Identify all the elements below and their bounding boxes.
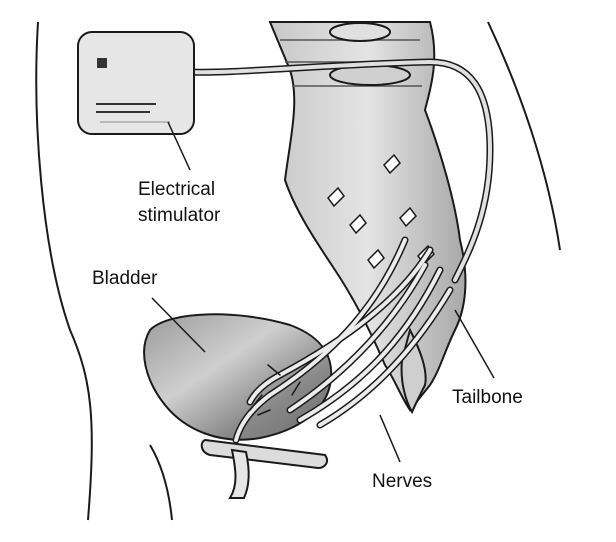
nerves — [232, 236, 454, 444]
bladder-leader — [151, 297, 206, 353]
stimulator-label-line1: Electrical — [138, 179, 216, 200]
tailbone-label: Tailbone — [452, 387, 523, 408]
stimulator-lead — [188, 58, 494, 284]
tailbone-leader — [454, 309, 495, 379]
body-outline — [35, 21, 561, 521]
bladder-label: Bladder — [92, 268, 158, 289]
stimulator-label-line2: stimulator — [138, 205, 221, 226]
stimulator-leader — [167, 121, 191, 171]
bladder — [143, 313, 333, 499]
electrical-stimulator-device — [77, 31, 195, 135]
nerves-leader — [379, 414, 401, 463]
nerves-label: Nerves — [372, 471, 433, 492]
leader-lines — [151, 121, 495, 463]
